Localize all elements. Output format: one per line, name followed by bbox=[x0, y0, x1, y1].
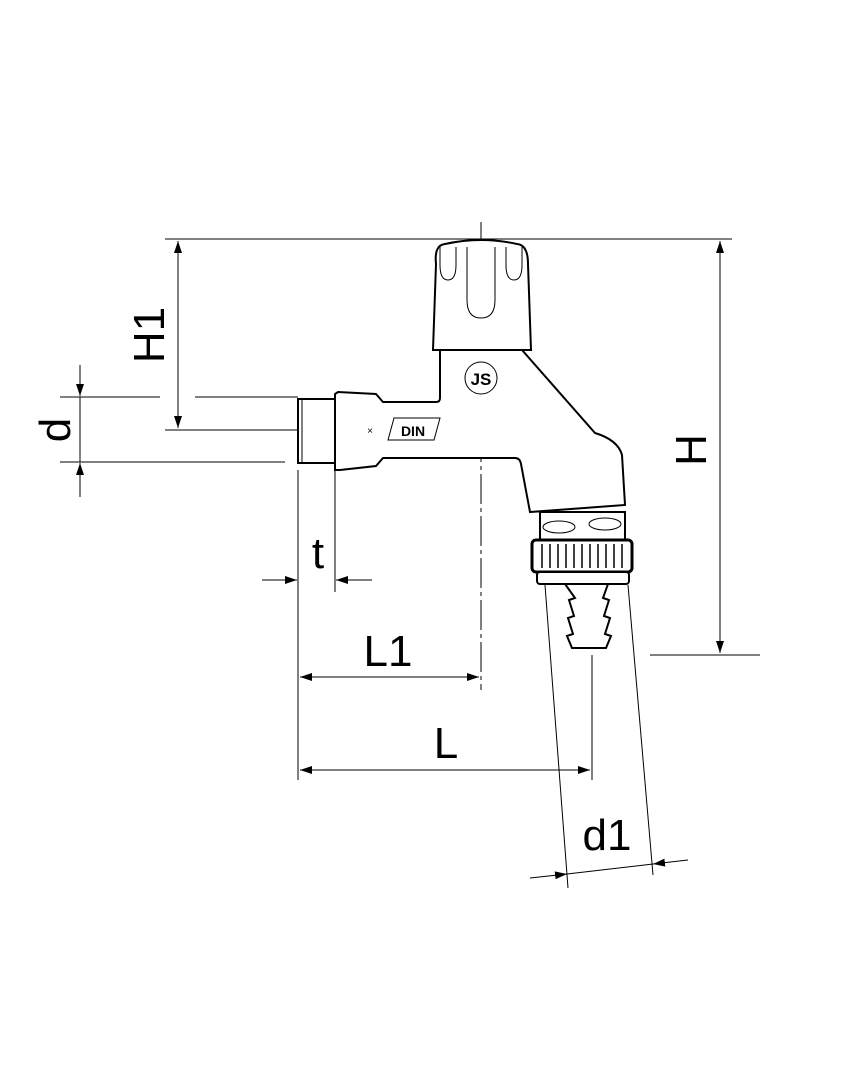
label-L: L bbox=[434, 719, 458, 768]
label-H: H bbox=[667, 434, 716, 466]
dim-d1-left bbox=[529, 871, 568, 880]
label-t: t bbox=[312, 529, 324, 578]
din-label: DIN bbox=[401, 423, 425, 439]
valve-body bbox=[334, 349, 627, 514]
hose-barb bbox=[563, 583, 613, 649]
handle-knob bbox=[431, 239, 533, 351]
brand-logo bbox=[464, 361, 498, 395]
faucet: JS DIN × bbox=[297, 239, 634, 649]
thread-end bbox=[297, 398, 336, 464]
label-d1: d1 bbox=[583, 811, 632, 860]
svg-text:JS: JS bbox=[471, 370, 492, 389]
svg-text:×: × bbox=[367, 426, 373, 437]
label-L1: L1 bbox=[364, 627, 413, 676]
hose-coupling bbox=[530, 511, 634, 649]
label-d: d bbox=[31, 418, 80, 442]
din-mark: DIN × bbox=[367, 417, 441, 441]
dimension-lines bbox=[76, 241, 724, 880]
dim-d1-right bbox=[652, 858, 689, 867]
label-H1: H1 bbox=[125, 307, 174, 363]
